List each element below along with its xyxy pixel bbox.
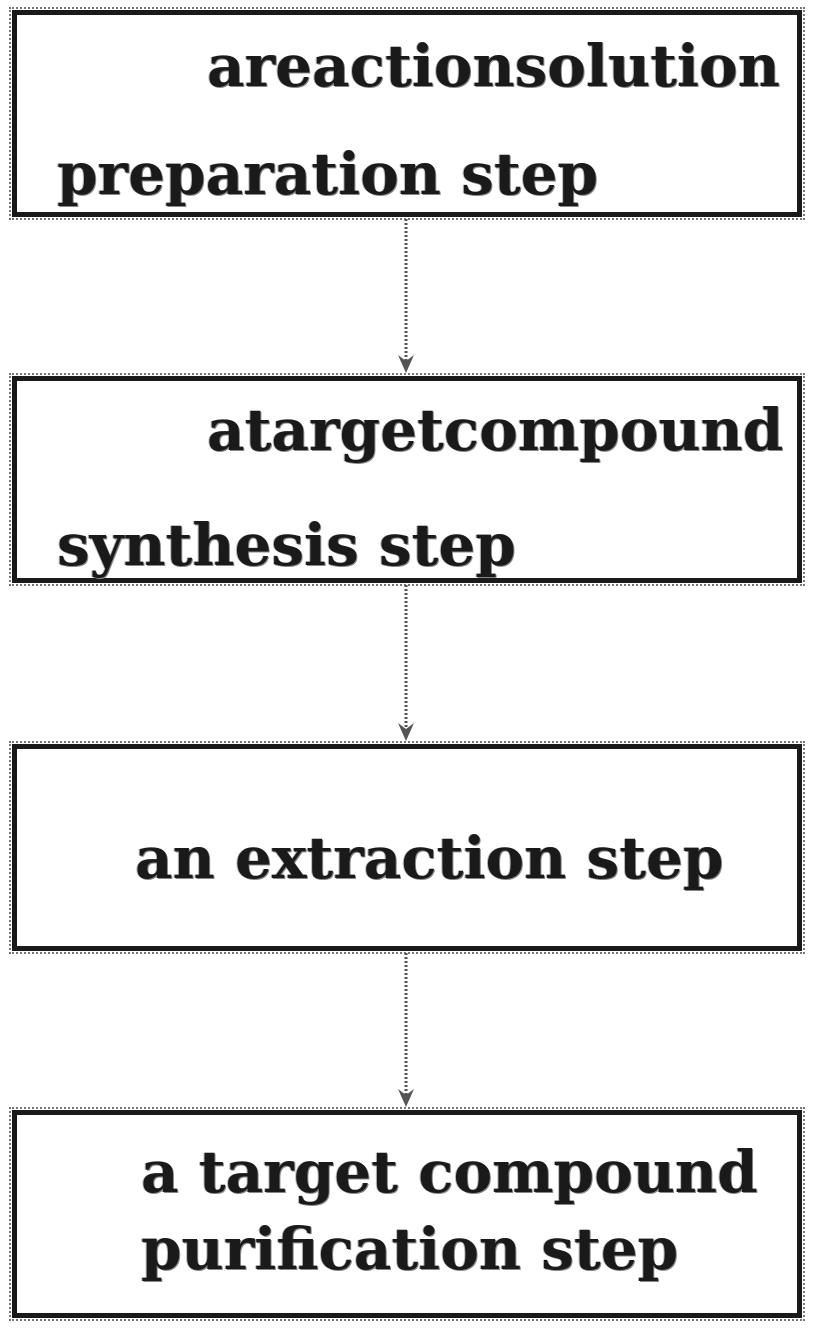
- flow-arrow-1: [396, 217, 416, 376]
- step-1-line-2: preparation step: [57, 145, 598, 203]
- step-1-word-1: a: [207, 37, 245, 95]
- step-2-word-3: compound: [444, 401, 784, 459]
- step-box-target-compound-purification: a target compound purification step: [12, 1110, 802, 1318]
- step-1-word-2: reaction: [245, 37, 515, 95]
- step-box-reaction-solution-preparation: a reaction solution preparation step: [12, 10, 802, 217]
- step-4-line-1: a target compound: [141, 1143, 758, 1201]
- step-box-target-compound-synthesis: a target compound synthesis step: [12, 376, 802, 583]
- flow-arrow-2: [396, 583, 416, 744]
- step-1-word-3: solution: [515, 37, 780, 95]
- flow-arrow-3: [396, 951, 416, 1110]
- step-2-word-2: target: [245, 401, 444, 459]
- step-2-line-1: a target compound: [207, 401, 773, 459]
- step-4-line-2: purification step: [141, 1220, 678, 1278]
- step-box-extraction: an extraction step: [12, 744, 802, 951]
- step-1-line-1: a reaction solution: [207, 37, 773, 95]
- step-2-word-1: a: [207, 401, 245, 459]
- step-3-line-1: an extraction step: [135, 829, 723, 887]
- step-2-line-2: synthesis step: [57, 516, 516, 574]
